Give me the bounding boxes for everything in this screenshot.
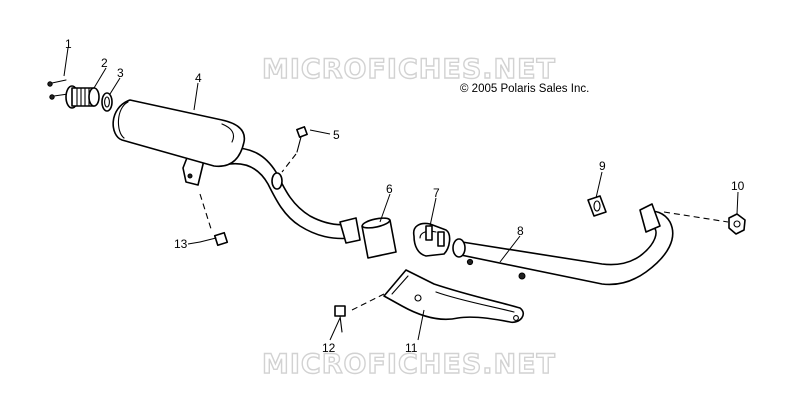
part-12-screw <box>334 293 385 333</box>
callout-8: 8 <box>517 224 524 238</box>
part-10-nut <box>663 211 746 235</box>
part-2-spark-arrestor <box>65 85 100 109</box>
callout-2: 2 <box>101 56 108 70</box>
part-6-sleeve <box>361 217 397 259</box>
callout-5: 5 <box>333 128 340 142</box>
watermark-top: MICROFICHES.NET <box>262 54 556 85</box>
callout-7: 7 <box>433 186 440 200</box>
part-11-heat-shield <box>383 269 525 324</box>
callout-4: 4 <box>195 71 202 85</box>
part-1-screws <box>47 79 69 100</box>
part-13-bolt <box>199 193 229 247</box>
callout-numbers: 1 2 3 4 5 6 7 8 9 10 11 12 13 <box>65 37 745 355</box>
callout-9: 9 <box>599 159 606 173</box>
part-7-clamp <box>412 222 451 257</box>
part-9-gasket <box>587 195 607 217</box>
watermark-bottom: MICROFICHES.NET <box>262 349 556 380</box>
part-8-head-pipe <box>452 203 674 286</box>
callout-1: 1 <box>65 37 72 51</box>
part-5-bolt <box>281 126 308 173</box>
callout-6: 6 <box>386 182 393 196</box>
leader-lines <box>63 47 739 341</box>
part-3-gasket <box>101 92 113 112</box>
copyright-text: © 2005 Polaris Sales Inc. <box>460 83 589 95</box>
callout-12: 12 <box>322 341 336 355</box>
callout-11: 11 <box>405 341 418 355</box>
callout-3: 3 <box>117 66 124 80</box>
part-4-muffler <box>112 99 361 244</box>
callout-13: 13 <box>174 237 188 251</box>
callout-10: 10 <box>731 179 745 193</box>
